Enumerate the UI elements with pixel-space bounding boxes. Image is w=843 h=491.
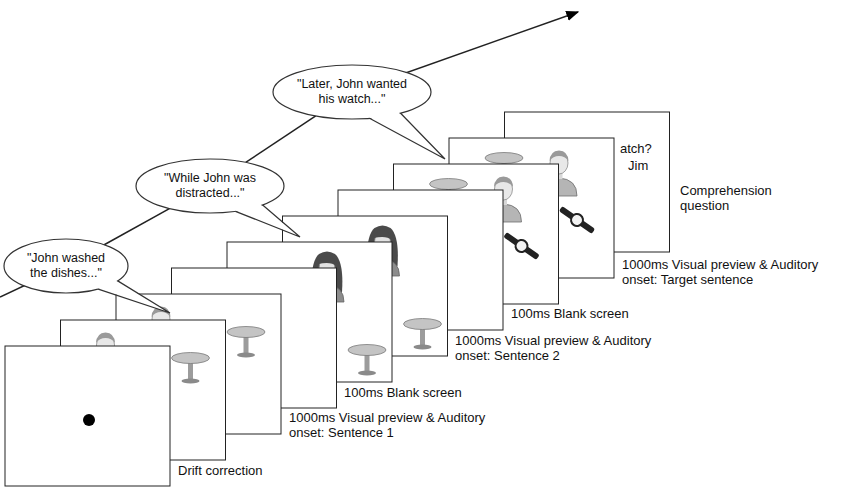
bubble-text-block: "Later, John wanted his watch..." xyxy=(295,77,410,107)
table-picture xyxy=(348,345,386,376)
speech-bubble: "Later, John wanted his watch..." xyxy=(272,64,432,120)
screen-label: 100ms Blank screen xyxy=(344,385,504,400)
screen-label: 100ms Blank screen xyxy=(511,306,671,321)
table-picture xyxy=(172,353,210,384)
speech-text: "While John was distracted..." xyxy=(156,171,264,201)
speech-bubble: "While John was distracted..." xyxy=(135,158,285,214)
screen-label: 1000ms Visual preview & Auditory onset: … xyxy=(289,410,494,440)
bubble-text-block: "While John was distracted..." xyxy=(156,171,264,201)
fixation-dot xyxy=(83,414,95,426)
bubble-text-block: "John washed the dishes..." xyxy=(21,251,112,281)
screen-label: Comprehension question xyxy=(680,183,790,213)
timeline-connector xyxy=(246,116,316,162)
table-picture xyxy=(227,327,265,358)
speech-text: "Later, John wanted his watch..." xyxy=(295,77,410,107)
screen-label: 1000ms Visual preview & Auditory onset: … xyxy=(455,333,660,363)
watch-picture xyxy=(502,230,542,263)
bubble-tail-outline xyxy=(98,281,170,313)
table-picture xyxy=(404,319,442,350)
bubble-ellipse xyxy=(136,159,284,213)
screen-card xyxy=(5,346,170,486)
bubble-tail xyxy=(94,279,170,313)
bubble-tail-outline xyxy=(369,113,445,159)
bubble-tail xyxy=(366,111,445,159)
speech-text: "John washed the dishes..." xyxy=(21,251,112,281)
bubble-ellipse xyxy=(273,65,431,119)
screen-label: atch? xyxy=(620,141,665,156)
watch-picture xyxy=(557,204,597,237)
speech-bubble: "John washed the dishes..." xyxy=(3,238,129,294)
screen-label: 1000ms Visual preview & Auditory onset: … xyxy=(622,257,827,287)
screen-label: Drift correction xyxy=(178,463,328,478)
screen-label: Jim xyxy=(628,158,668,173)
timeline-connector xyxy=(104,209,169,245)
bubble-tail xyxy=(232,203,300,237)
bubble-tail-outline xyxy=(236,205,300,237)
